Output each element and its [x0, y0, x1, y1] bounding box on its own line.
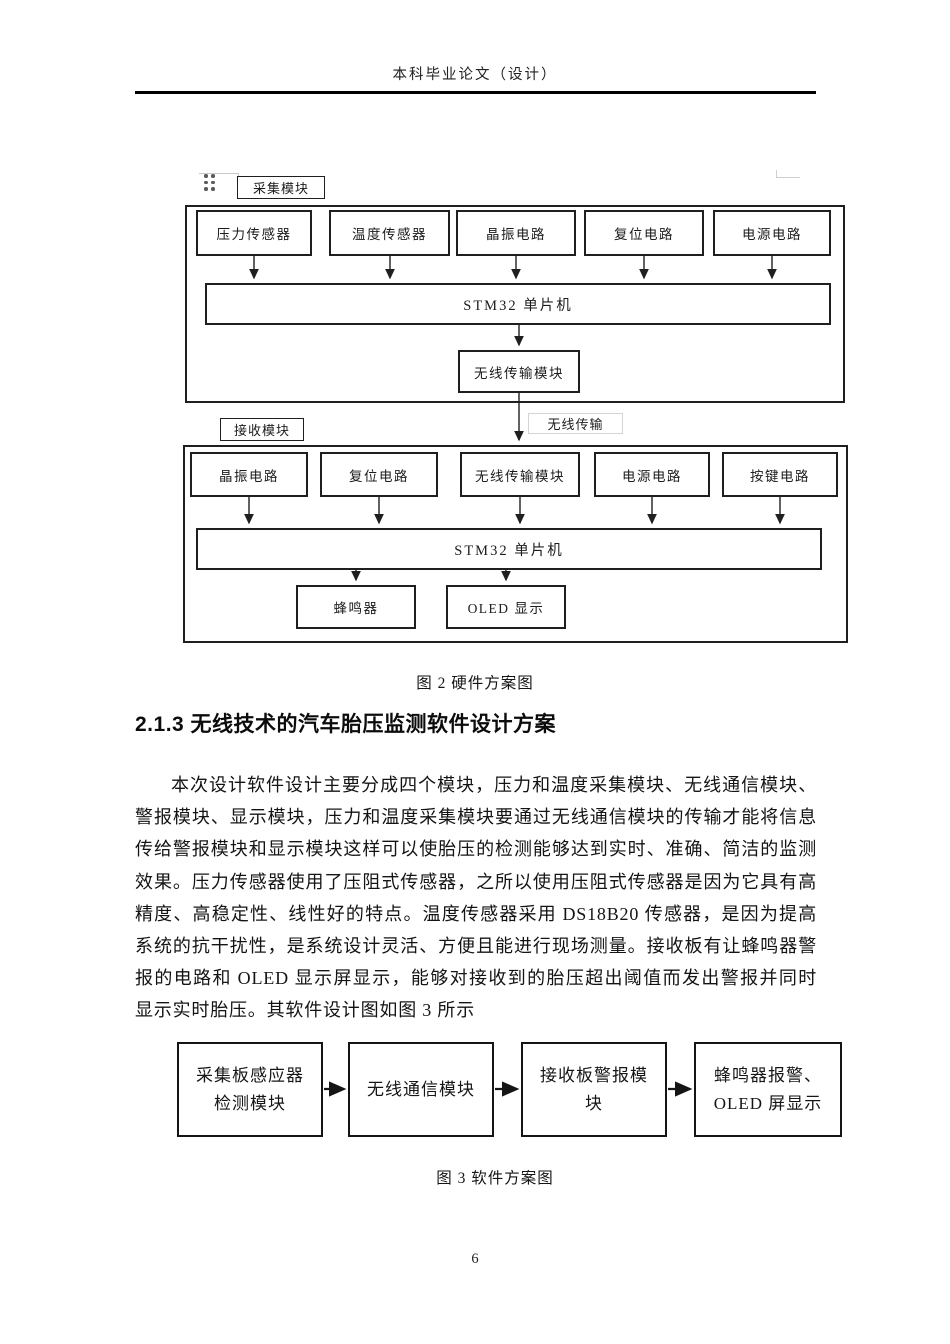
hw-box-power-circuit: 电源电路 [713, 210, 831, 256]
sw-step-output: 蜂鸣器报警、 OLED 屏显示 [694, 1042, 842, 1137]
hw-box-temperature-sensor: 温度传感器 [329, 210, 450, 256]
hw-box-reset-circuit: 复位电路 [584, 210, 704, 256]
buzzer-box: 蜂鸣器 [296, 585, 416, 629]
receiver-outer-rect [183, 445, 848, 643]
collector-mcu-box: STM32 单片机 [205, 283, 831, 325]
hw-box-key-circuit: 按键电路 [722, 452, 838, 497]
collector-outer-rect [185, 205, 845, 403]
header-rule [135, 91, 816, 94]
sw-step-line: 块 [585, 1093, 603, 1113]
page-number: 6 [471, 1251, 479, 1267]
sw-step-line: 无线通信模块 [367, 1079, 475, 1099]
collector-module-label: 采集模块 [237, 176, 325, 199]
receiver-mcu-box: STM32 单片机 [196, 528, 822, 570]
sw-step-line: OLED 屏显示 [713, 1093, 823, 1113]
hw-box-pressure-sensor: 压力传感器 [196, 210, 312, 256]
anchor-mark-icon [199, 173, 239, 181]
sw-step-receiver-alarm: 接收板警报模 块 [521, 1042, 667, 1137]
sw-step-line: 蜂鸣器报警、 [714, 1065, 822, 1085]
drag-handle-icon[interactable] [204, 174, 215, 191]
hw-box-reset-circuit-2: 复位电路 [320, 452, 438, 497]
wireless-link-label: 无线传输 [528, 413, 623, 434]
receiver-module-label: 接收模块 [220, 418, 304, 441]
hw-box-crystal-circuit-2: 晶振电路 [190, 452, 308, 497]
sw-step-line: 接收板警报模 [540, 1065, 648, 1085]
figure2-caption: 图 2 硬件方案图 [416, 675, 534, 692]
section-heading: 2.1.3 无线技术的汽车胎压监测软件设计方案 [135, 713, 557, 736]
canvas-corner-icon [776, 170, 800, 178]
hw-box-crystal-circuit: 晶振电路 [456, 210, 576, 256]
hw-box-wireless-module-2: 无线传输模块 [460, 452, 580, 497]
figure3-caption: 图 3 软件方案图 [436, 1170, 554, 1187]
sw-step-line: 检测模块 [214, 1093, 286, 1113]
body-paragraph: 本次设计软件设计主要分成四个模块，压力和温度采集模块、无线通信模块、警报模块、显… [135, 775, 817, 1021]
oled-display-box: OLED 显示 [446, 585, 566, 629]
sw-step-line: 采集板感应器 [196, 1065, 304, 1085]
sw-step-wireless: 无线通信模块 [348, 1042, 494, 1137]
running-head: 本科毕业论文（设计） [392, 67, 558, 83]
collector-wireless-box: 无线传输模块 [458, 350, 580, 393]
sw-step-collector: 采集板感应器 检测模块 [177, 1042, 323, 1137]
hw-box-power-circuit-2: 电源电路 [594, 452, 710, 497]
